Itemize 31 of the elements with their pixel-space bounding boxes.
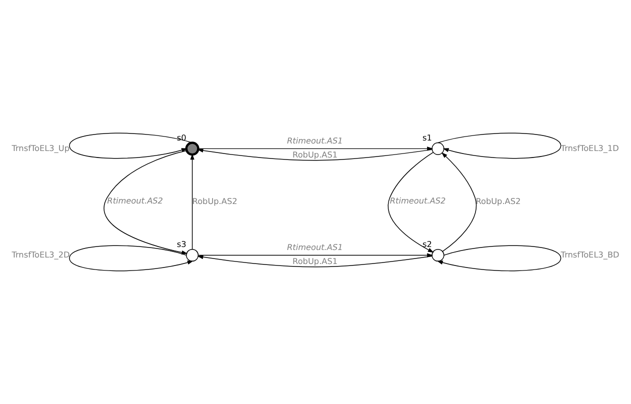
node-label: s2 xyxy=(422,238,432,249)
node-label: s3 xyxy=(176,238,186,249)
arrow xyxy=(104,150,188,255)
edge-label: Rtimeout.AS2 xyxy=(390,195,446,206)
node-label: s1 xyxy=(422,132,432,142)
edge-label: TrnsfToEL3_1D xyxy=(560,142,619,153)
edge-label: TrnsfToEL3_Up xyxy=(12,142,70,153)
arrow xyxy=(441,152,477,252)
edge-label: RobUp.AS1 xyxy=(292,149,338,160)
node-circle xyxy=(186,248,199,262)
node-circle xyxy=(432,248,444,262)
arrow xyxy=(190,154,194,250)
edge-label: RobUp.AS2 xyxy=(192,196,238,206)
arrow xyxy=(69,245,194,272)
node-circle xyxy=(432,142,444,155)
edge-label: Rtimeout.AS1 xyxy=(287,135,343,146)
edge-label: TrnsfToEL3_2D xyxy=(12,249,70,260)
edge-label: TrnsfToEL3_BD xyxy=(560,249,620,260)
arrow xyxy=(198,146,433,151)
edge-label: Rtimeout.AS1 xyxy=(287,242,343,252)
arrow xyxy=(69,132,193,159)
arrow xyxy=(198,253,434,258)
arrow xyxy=(436,245,562,272)
node-circle xyxy=(185,142,200,156)
arrow xyxy=(388,152,434,253)
arrow xyxy=(438,132,562,159)
edge-label: RobUp.AS2 xyxy=(476,196,521,206)
edge-label: Rtimeout.AS2 xyxy=(107,195,163,206)
edge-label: RobUp.AS1 xyxy=(292,256,338,266)
arrow xyxy=(197,255,432,268)
arrow xyxy=(197,148,432,161)
